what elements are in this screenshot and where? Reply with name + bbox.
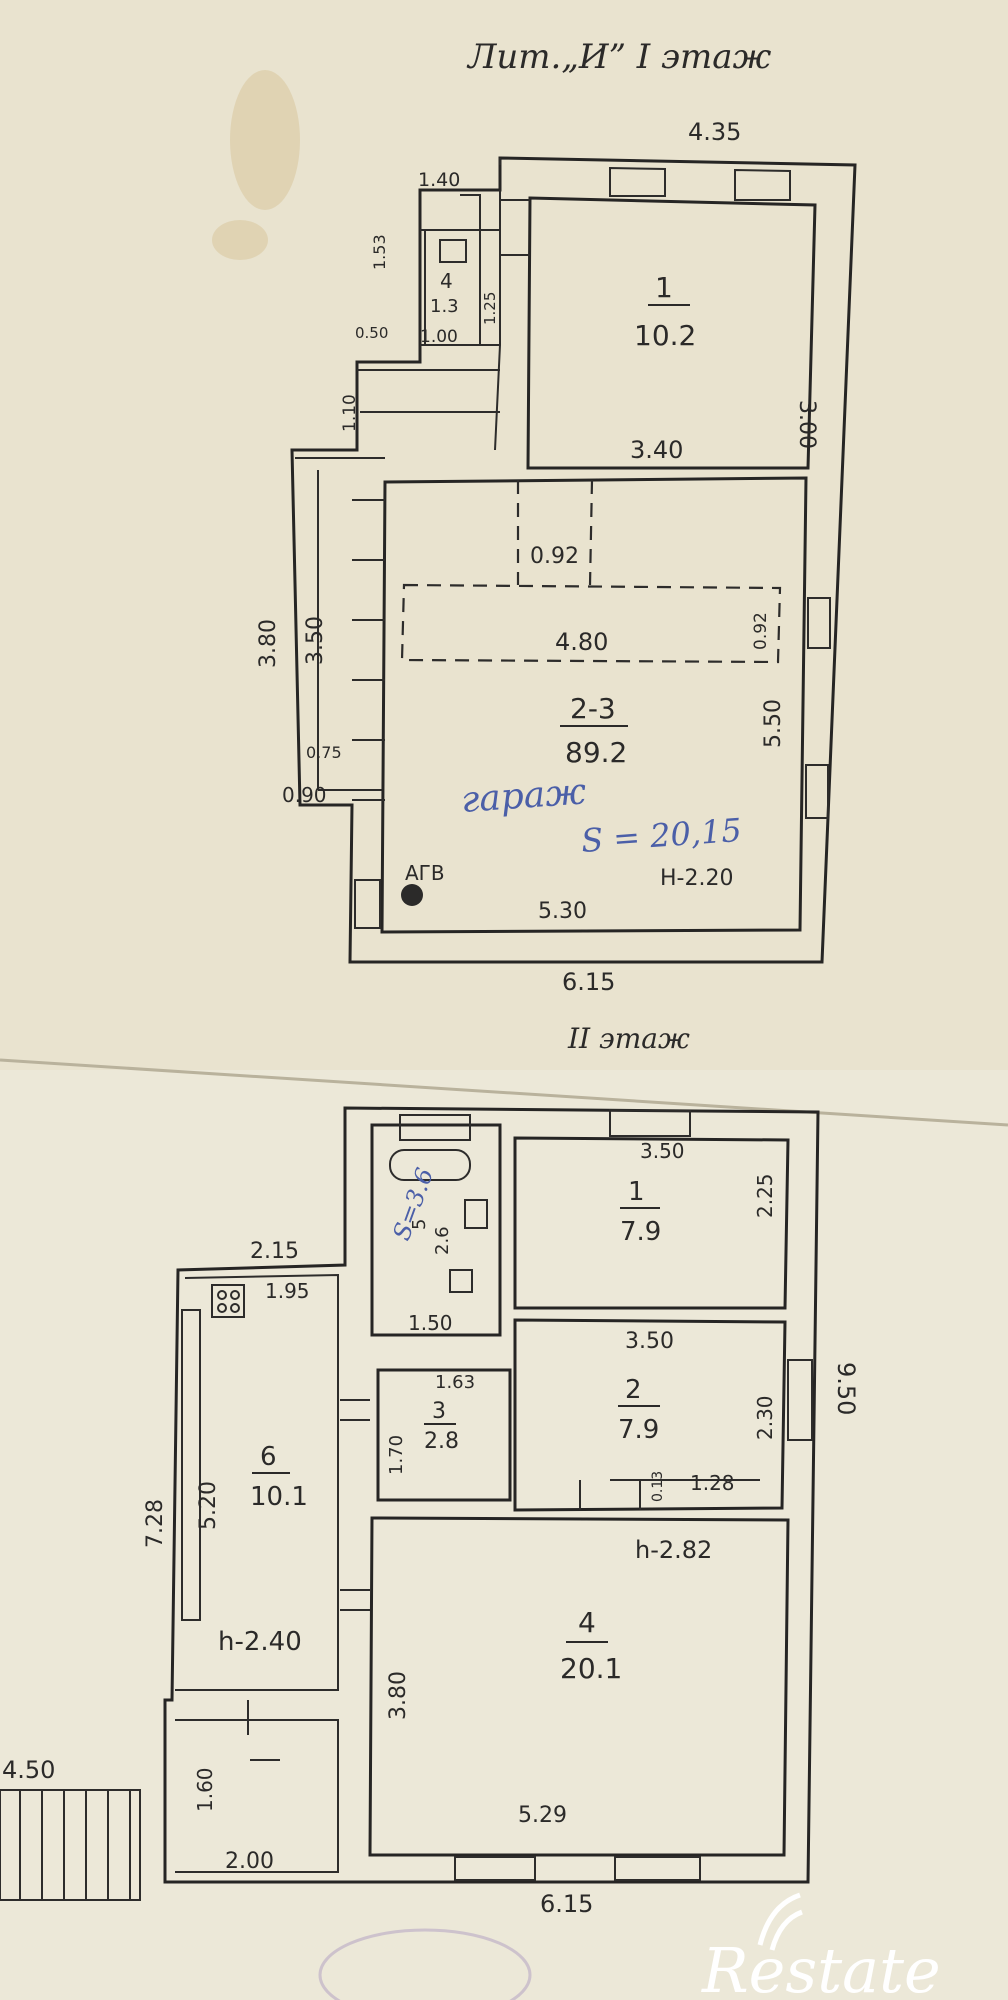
room-number: 1 (655, 271, 673, 304)
dimension-label: 1.40 (418, 169, 460, 191)
floor1-dashed-partition (516, 479, 594, 586)
dimension-label: 4.80 (555, 628, 608, 656)
garage-note: гараж (460, 771, 588, 821)
floor2-dimensions: 3.50 2.25 2.15 1.95 1.50 1.63 3.50 2.30 … (2, 1139, 860, 1918)
room-area: 10.1 (250, 1482, 308, 1512)
dimension-label: 3.50 (640, 1139, 685, 1163)
stamp-mark (318, 1928, 532, 2000)
dimension-label: 2.30 (753, 1395, 777, 1440)
dimension-label: 6.15 (540, 1890, 593, 1918)
room-area: 7.9 (620, 1217, 661, 1247)
dimension-label: 4.35 (688, 118, 741, 146)
room-number: 5 (409, 1219, 430, 1230)
dimension-label: 1.53 (370, 234, 389, 270)
restate-watermark: Restate (701, 1892, 941, 2000)
dimension-label: 3.00 (794, 400, 819, 449)
dimension-label: 1.60 (193, 1767, 217, 1812)
room-area: 20.1 (560, 1652, 622, 1685)
dimension-label: 0.90 (282, 783, 327, 807)
dimension-label: 1.25 (481, 292, 499, 325)
boiler-icon (401, 884, 423, 906)
dimension-label: 1.28 (690, 1471, 735, 1495)
ceiling-height: H-2.20 (660, 866, 733, 891)
dimension-label: 1.50 (408, 1311, 453, 1335)
dimension-label: 1.70 (386, 1435, 407, 1475)
dimension-label: 3.80 (256, 619, 281, 668)
room-number: 4 (578, 1606, 596, 1639)
room-number: 4 (440, 269, 453, 293)
ceiling-height: h-2.40 (218, 1627, 302, 1657)
watermark-text: Restate (701, 1934, 941, 2000)
dimension-label: 5.50 (761, 699, 786, 748)
floor2-heading: II этаж (567, 1022, 690, 1055)
dimension-label: 1.63 (435, 1372, 475, 1393)
floor1-heading: Лит.„И” I этаж (466, 37, 772, 77)
dimension-label: 2.15 (250, 1239, 299, 1264)
paper-lower-sheet (0, 1070, 1008, 2000)
room-number: 1 (628, 1177, 645, 1207)
staircase (0, 1789, 141, 1901)
dimension-label: 9.50 (832, 1362, 860, 1415)
ceiling-height: h-2.82 (635, 1536, 712, 1564)
dimension-label: 1.00 (420, 327, 458, 347)
dimension-label: 3.40 (630, 436, 683, 464)
paper-stain (230, 70, 300, 210)
room-number: 3 (432, 1399, 446, 1424)
dimension-label: 1.10 (340, 394, 360, 432)
room-number: 2 (625, 1375, 642, 1405)
room-area: 7.9 (618, 1415, 659, 1445)
dimension-label: 0.75 (306, 743, 342, 762)
room-area: 1.3 (430, 296, 459, 317)
dimension-label: 5.29 (518, 1803, 567, 1828)
signal-icon (757, 1892, 801, 1946)
boiler-label: АГВ (405, 861, 445, 885)
dimension-label: 1.95 (265, 1279, 310, 1303)
room-area: 2.8 (424, 1429, 459, 1454)
dimension-label: 4.50 (2, 1756, 55, 1784)
floor2-walls (163, 1106, 820, 1884)
paper-stain (212, 220, 268, 260)
room-area: 89.2 (565, 736, 627, 769)
dimension-label: 0.50 (355, 324, 388, 342)
room-number: 2-3 (570, 692, 616, 725)
dimension-label: 3.50 (303, 616, 328, 665)
floor1-dashed-partition (400, 583, 782, 664)
dimension-label: 0.92 (751, 612, 771, 650)
dimension-label: 7.28 (143, 1499, 168, 1548)
dimension-label: 0.13 (650, 1471, 666, 1502)
dimension-label: 5.30 (538, 899, 587, 924)
room-number: 6 (260, 1442, 277, 1472)
dimension-label: 3.50 (625, 1329, 674, 1354)
dimension-label: 2.25 (753, 1173, 777, 1218)
dimension-label: 6.15 (562, 968, 615, 996)
floor1-walls (290, 156, 857, 964)
room-area: 10.2 (634, 319, 696, 352)
floor1-dimensions: 4.35 1.40 1.53 1.25 0.50 1.00 1.10 3.00 … (256, 118, 819, 996)
dimension-label: 5.20 (196, 1481, 221, 1530)
signal-icon (769, 1909, 803, 1951)
paper-fold-line (0, 1058, 1008, 1127)
room-area: 2.6 (432, 1226, 453, 1255)
dimension-label: 3.80 (386, 1671, 411, 1720)
dimension-label: 2.00 (225, 1849, 274, 1874)
dimension-label: 0.92 (530, 544, 579, 569)
